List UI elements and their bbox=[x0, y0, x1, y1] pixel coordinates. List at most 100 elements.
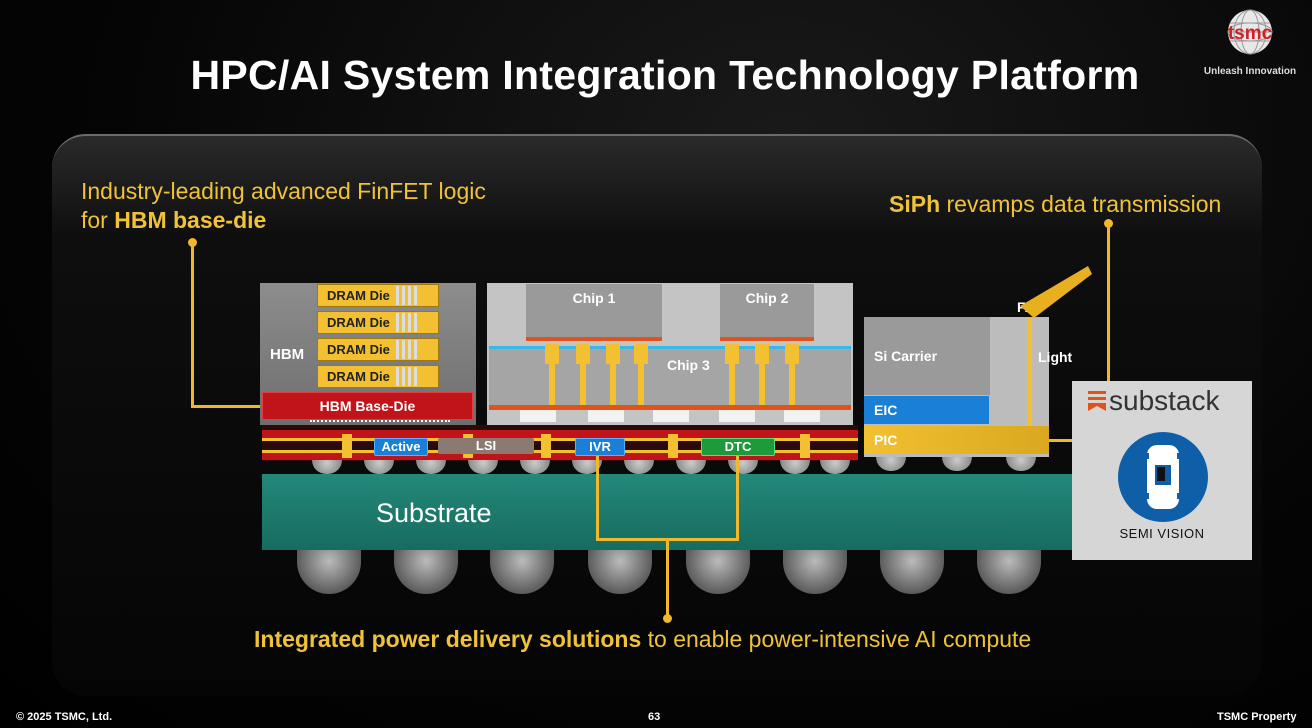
micro-bump-pad bbox=[520, 410, 556, 422]
hbm-callout-line2: for HBM base-die bbox=[81, 206, 486, 235]
chip-1: Chip 1 bbox=[526, 284, 662, 339]
cu-pillar-cap bbox=[576, 344, 590, 364]
hbm-base-die: HBM Base-Die bbox=[262, 392, 473, 420]
eic-label: EIC bbox=[874, 402, 898, 418]
c4-bump bbox=[676, 460, 706, 474]
siph-callout-rest: revamps data transmission bbox=[940, 191, 1222, 217]
substack-icon bbox=[1088, 391, 1106, 411]
interposer-via bbox=[541, 434, 551, 458]
fiber-array-unit-icon bbox=[1020, 266, 1092, 318]
cu-pillar-cap bbox=[634, 344, 648, 364]
hbm-callout-line-v bbox=[191, 242, 194, 407]
siph-callout-line-v bbox=[1107, 223, 1110, 441]
interposer-via bbox=[342, 434, 352, 458]
siph-bump bbox=[942, 457, 972, 471]
micro-bump-pad bbox=[653, 410, 689, 422]
c4-bump bbox=[780, 460, 810, 474]
cu-pillar bbox=[580, 362, 586, 406]
dram-die-4: DRAM Die bbox=[317, 365, 439, 388]
power-line-ivr bbox=[596, 456, 599, 540]
micro-bump-pad bbox=[588, 410, 624, 422]
compute-rdl bbox=[489, 405, 851, 410]
footer-copyright: © 2025 TSMC, Ltd. bbox=[16, 711, 113, 723]
cu-pillar-cap bbox=[545, 344, 559, 364]
hbm-callout-for: for bbox=[81, 207, 115, 233]
chip-3-label: Chip 3 bbox=[667, 357, 710, 373]
active-block: Active bbox=[374, 438, 428, 456]
c4-bump bbox=[728, 460, 758, 474]
cu-pillar bbox=[759, 362, 765, 406]
cu-pillar-cap bbox=[755, 344, 769, 364]
power-callout: Integrated power delivery solutions to e… bbox=[254, 626, 1031, 653]
hbm-callout: Industry-leading advanced FinFET logic f… bbox=[81, 177, 486, 235]
optical-path bbox=[1028, 318, 1032, 426]
micro-bump-pad bbox=[784, 410, 820, 422]
cu-pillar bbox=[638, 362, 644, 406]
pic-block: PIC bbox=[864, 426, 1049, 454]
chip-1-label: Chip 1 bbox=[572, 290, 616, 306]
semivision-watermark: substack SEMI VISION bbox=[1072, 381, 1252, 560]
dtc-block: DTC bbox=[701, 438, 775, 456]
siph-callout: SiPh revamps data transmission bbox=[889, 191, 1221, 218]
interposer-top-rdl bbox=[262, 430, 858, 438]
cu-pillar bbox=[789, 362, 795, 406]
dram-die-1: DRAM Die bbox=[317, 284, 439, 307]
cu-pillar bbox=[610, 362, 616, 406]
chip-1-rdl bbox=[526, 337, 662, 341]
ivr-block: IVR bbox=[575, 438, 625, 456]
power-callout-bold: Integrated power delivery solutions bbox=[254, 626, 642, 652]
hbm-callout-line1: Industry-leading advanced FinFET logic bbox=[81, 178, 486, 204]
interposer-via bbox=[668, 434, 678, 458]
interposer-via bbox=[800, 434, 810, 458]
chip-2: Chip 2 bbox=[720, 284, 814, 339]
power-line-down bbox=[666, 538, 669, 616]
slide-title: HPC/AI System Integration Technology Pla… bbox=[190, 52, 1140, 98]
semivision-logo-icon bbox=[1118, 432, 1208, 522]
hbm-base-die-label: HBM Base-Die bbox=[319, 398, 416, 414]
cu-pillar bbox=[729, 362, 735, 406]
hybrid-bond-layer bbox=[489, 346, 851, 349]
semivision-text: SEMI VISION bbox=[1119, 526, 1205, 541]
c4-bump bbox=[624, 460, 654, 474]
si-carrier: Si Carrier bbox=[864, 317, 990, 395]
c4-bump bbox=[312, 460, 342, 474]
footer-property: TSMC Property bbox=[1217, 711, 1297, 723]
c4-bump bbox=[520, 460, 550, 474]
hbm-callout-bold: HBM base-die bbox=[114, 207, 267, 233]
interposer-trace bbox=[262, 438, 858, 441]
hbm-base-die-microbumps bbox=[310, 420, 450, 424]
cu-pillar bbox=[549, 362, 555, 406]
cu-pillar-cap bbox=[785, 344, 799, 364]
siph-bump bbox=[1006, 457, 1036, 471]
power-line-dtc bbox=[736, 456, 739, 540]
c4-bump bbox=[416, 460, 446, 474]
lsi-block: LSI bbox=[438, 438, 534, 454]
substack-brand: substack bbox=[1088, 385, 1220, 417]
interposer-trace bbox=[262, 450, 858, 453]
substack-text: substack bbox=[1109, 385, 1220, 416]
c4-bump bbox=[572, 460, 602, 474]
cu-pillar-cap bbox=[725, 344, 739, 364]
c4-bump bbox=[820, 460, 850, 474]
eic-block: EIC bbox=[864, 396, 989, 424]
substrate-label: Substrate bbox=[376, 498, 492, 528]
tsmc-logo-text: tsmc bbox=[1228, 23, 1273, 44]
light-label: Light bbox=[1038, 349, 1073, 365]
power-callout-dot bbox=[663, 614, 672, 623]
siph-bump bbox=[876, 457, 906, 471]
dram-die-3: DRAM Die bbox=[317, 338, 439, 361]
hbm-label: HBM bbox=[270, 346, 305, 363]
siph-callout-bold: SiPh bbox=[889, 191, 941, 217]
c4-bump bbox=[364, 460, 394, 474]
dram-die-2: DRAM Die bbox=[317, 311, 439, 334]
substrate: Substrate bbox=[262, 474, 1072, 550]
chip-2-rdl bbox=[720, 337, 814, 341]
hbm-callout-line-h bbox=[191, 405, 263, 408]
c4-bump bbox=[468, 460, 498, 474]
cu-pillar-cap bbox=[606, 344, 620, 364]
tsmc-logo: tsmc bbox=[1218, 8, 1282, 60]
tsmc-globe-icon: tsmc bbox=[1227, 9, 1273, 55]
micro-bump-pad bbox=[719, 410, 755, 422]
chip-2-label: Chip 2 bbox=[745, 290, 789, 306]
